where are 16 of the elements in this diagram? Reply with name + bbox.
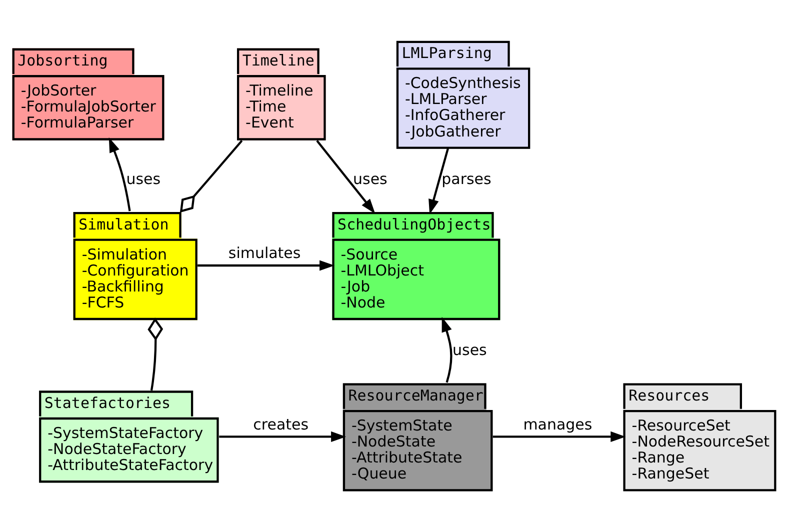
edge-label: creates	[253, 415, 309, 434]
edge-label: manages	[523, 415, 592, 434]
arrow	[316, 140, 376, 214]
edge-label: uses	[353, 170, 388, 188]
arrow	[198, 260, 335, 271]
edge-label: uses	[452, 341, 487, 360]
connector	[148, 318, 164, 391]
edge-label: uses	[126, 170, 161, 188]
arrow	[428, 148, 450, 214]
arrow	[492, 431, 626, 442]
edge-label: parses	[442, 170, 492, 188]
arrow	[442, 316, 452, 383]
arrow	[108, 137, 131, 212]
connector	[180, 140, 243, 213]
arrow	[219, 431, 346, 442]
edge-label: simulates	[228, 244, 301, 262]
